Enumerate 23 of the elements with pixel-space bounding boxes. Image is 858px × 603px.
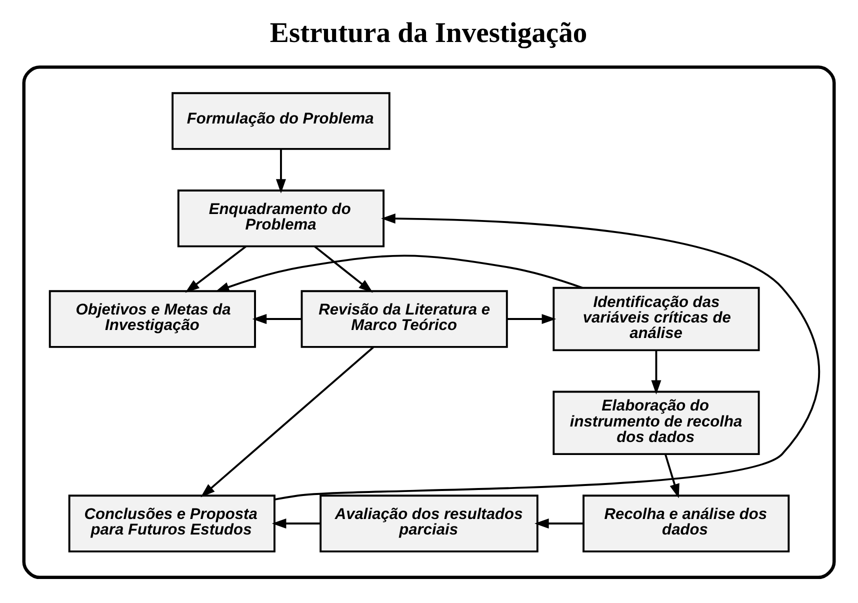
node-box: Elaboração do instrumento de recolha dos dados bbox=[552, 390, 760, 456]
diagram-title: Estrutura da Investigação bbox=[270, 18, 588, 49]
arrow bbox=[252, 314, 302, 324]
node-box: Enquadramento do Problema bbox=[177, 190, 385, 248]
node-box: Revisão da Literatura e Marco Teórico bbox=[300, 290, 508, 348]
arrow bbox=[651, 350, 662, 395]
arrow bbox=[534, 518, 584, 529]
arrow bbox=[214, 254, 583, 292]
node-box: Conclusões e Proposta para Futuros Estudos bbox=[68, 494, 276, 552]
arrow bbox=[272, 518, 320, 529]
arrow bbox=[274, 214, 820, 500]
cluster bbox=[22, 66, 836, 580]
arrow bbox=[200, 346, 374, 498]
node-box: Objetivos e Metas da Investigação bbox=[48, 290, 256, 348]
arrow bbox=[507, 314, 556, 324]
node-box: Recolha e análise dos dados bbox=[582, 494, 790, 552]
arrow bbox=[185, 246, 246, 293]
node-box: Formulação do Problema bbox=[172, 92, 390, 150]
node-box: Identificação das variáveis críticas de análise bbox=[552, 286, 760, 352]
arrow bbox=[276, 149, 286, 194]
arrow bbox=[664, 454, 680, 498]
node-box: Avaliação dos resultados parciais bbox=[320, 494, 538, 552]
arrow bbox=[314, 246, 373, 293]
